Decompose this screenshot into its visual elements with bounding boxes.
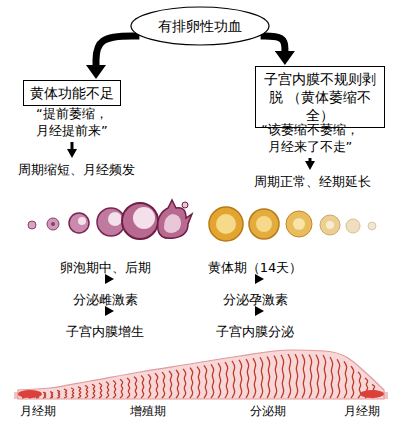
blood-vessel [106,382,109,398]
blood-vessel [246,359,249,398]
phase-label: 增殖期 [130,404,166,418]
blood-vessel [57,390,60,398]
node-label: 子宫内膜增生 [66,323,144,340]
node-label: 子宫内膜不规则剥脱 （黄体萎缩不全） [262,70,378,124]
endometrium-illustration [14,350,388,399]
blood-vessel [302,354,305,398]
blood-vessel [169,371,172,398]
node-label: 黄体功能不足 [30,84,114,102]
menstrual-bleeding [18,390,42,398]
blood-vessel [253,358,256,398]
phase-label: 月经期 [344,404,380,418]
condition-box: 黄体功能不足 [23,80,121,106]
node-label: 分泌孕激素 [223,291,288,308]
flow-arrow [308,158,311,161]
endometrium-text: 子宫内膜分泌 [214,322,296,341]
node-label: 分泌雌激素 [73,291,138,308]
node-label: 周期缩短、月经频发 [18,161,135,178]
blood-vessel [183,369,186,398]
branch-arrow [261,36,285,51]
blood-vessel [43,392,46,398]
blood-vessel [295,354,298,398]
node-label: 卵泡期中、后期 [60,259,151,276]
follicle-illustration [28,200,192,239]
menstrual-bleeding [360,390,384,398]
node-label: 子宫内膜分泌 [216,323,294,340]
blood-vessel [141,376,144,398]
condition-box: 子宫内膜不规则剥脱 （黄体萎缩不全） [255,66,385,128]
note-text: “提前萎缩， 月经提前来” [29,104,115,140]
result-text: 周期缩短、月经频发 [16,160,137,179]
phase-label: 分泌期 [250,404,286,418]
blood-vessel [120,379,123,398]
phase-label: 月经期 [20,404,56,418]
blood-vessel [204,365,207,398]
blood-vessel [218,363,221,398]
blood-vessel [260,357,263,398]
note-text: “该萎缩不萎缩， 月经来了不走” [256,120,364,156]
oval-shape [131,7,269,45]
blood-vessel [99,383,102,398]
node-label: “该萎缩不萎缩， 月经来了不走” [258,121,362,155]
blood-vessel [330,357,333,398]
blood-vessel [162,372,165,398]
blood-vessel [92,384,95,398]
blood-vessel [64,389,67,398]
endometrium-text: 子宫内膜增生 [64,322,146,341]
blood-vessel [71,388,74,398]
node-label: 黄体期（14天） [208,259,303,276]
start-oval: 有排卵性功血 [130,6,270,46]
phase-text: 黄体期（14天） [206,258,305,277]
blood-vessel [148,374,151,398]
hormone-text: 分泌雌激素 [71,290,140,309]
blood-vessel [176,370,179,398]
blood-vessel [85,386,88,398]
blood-vessel [267,357,270,398]
branch-arrow [96,36,139,65]
blood-vessel [225,362,228,398]
flow-arrow [70,142,73,149]
blood-vessel [288,354,291,398]
corpus-luteum-illustration [209,207,376,241]
blood-vessel [351,366,354,398]
blood-vessel [309,355,312,398]
blood-vessel [323,355,326,398]
blood-vessel [232,361,235,398]
node-label: 有排卵性功血 [158,17,242,35]
blood-vessel [239,360,242,398]
blood-vessel [337,359,340,398]
blood-vessel [50,392,53,398]
node-label: “提前萎缩， 月经提前来” [31,105,113,139]
blood-vessel [78,387,81,398]
blood-vessel [113,381,116,399]
phase-text: 卵泡期中、后期 [58,258,153,277]
blood-vessel [134,377,137,398]
endometrium-layer [18,350,384,399]
blood-vessel [127,378,130,398]
blood-vessel [281,355,284,398]
result-text: 周期正常、经期延长 [252,172,373,191]
node-label: 周期正常、经期延长 [254,173,371,190]
blood-vessel [274,356,277,398]
blood-vessel [155,373,158,398]
blood-vessel [316,355,319,398]
blood-vessel [190,368,193,398]
hormone-text: 分泌孕激素 [221,290,290,309]
blood-vessel [197,367,200,398]
blood-vessel [344,361,347,398]
blood-vessel [211,364,214,398]
